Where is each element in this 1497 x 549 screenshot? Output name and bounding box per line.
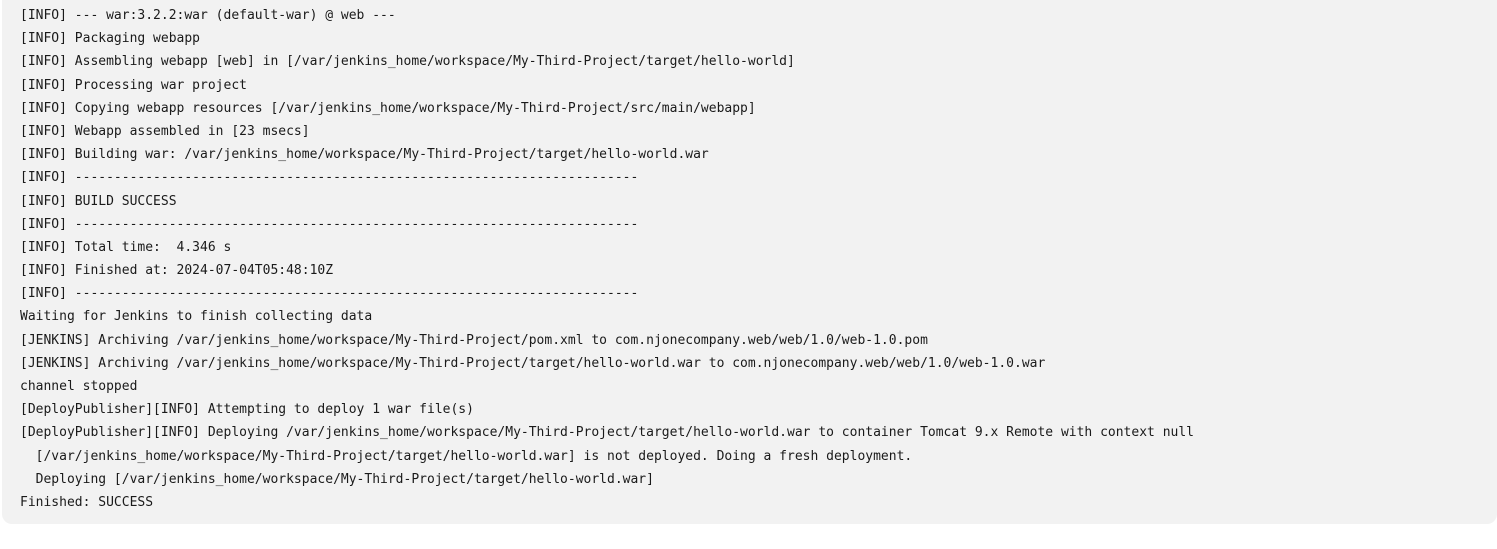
console-line: Waiting for Jenkins to finish collecting… [20, 309, 373, 325]
console-separator-line: [INFO] ---------------------------------… [20, 216, 639, 232]
console-line: channel stopped [20, 379, 138, 394]
console-line: Deploying [/var/jenkins_home/workspace/M… [20, 471, 654, 487]
console-line: [DeployPublisher][INFO] Attempting to de… [20, 402, 474, 418]
console-line: [DeployPublisher][INFO] Deploying /var/j… [20, 425, 1194, 441]
finished-status-line: Finished: SUCCESS [20, 494, 154, 510]
console-output-panel: [INFO] --- war:3.2.2:war (default-war) @… [2, 0, 1497, 524]
console-output[interactable]: [INFO] --- war:3.2.2:war (default-war) @… [20, 4, 1497, 514]
total-time-line: [INFO] Total time: 4.346 s [20, 239, 232, 255]
console-line: [INFO] --- war:3.2.2:war (default-war) @… [20, 8, 396, 23]
console-line: [JENKINS] Archiving /var/jenkins_home/wo… [20, 355, 1046, 371]
console-line: [/var/jenkins_home/workspace/My-Third-Pr… [20, 448, 913, 464]
build-status-line: [INFO] BUILD SUCCESS [20, 193, 177, 209]
console-separator-line: [INFO] ---------------------------------… [20, 170, 639, 186]
finished-at-line: [INFO] Finished at: 2024-07-04T05:48:10Z [20, 263, 334, 279]
console-line: [INFO] Packaging webapp [20, 31, 201, 47]
console-line: [INFO] Assembling webapp [web] in [/var/… [20, 54, 795, 70]
console-line: [INFO] Webapp assembled in [23 msecs] [20, 123, 310, 139]
console-line: [INFO] Processing war project [20, 77, 247, 93]
console-line: [INFO] Building war: /var/jenkins_home/w… [20, 147, 709, 163]
console-separator-line: [INFO] ---------------------------------… [20, 286, 639, 302]
console-line: [INFO] Copying webapp resources [/var/je… [20, 100, 756, 116]
console-line: [JENKINS] Archiving /var/jenkins_home/wo… [20, 332, 928, 348]
